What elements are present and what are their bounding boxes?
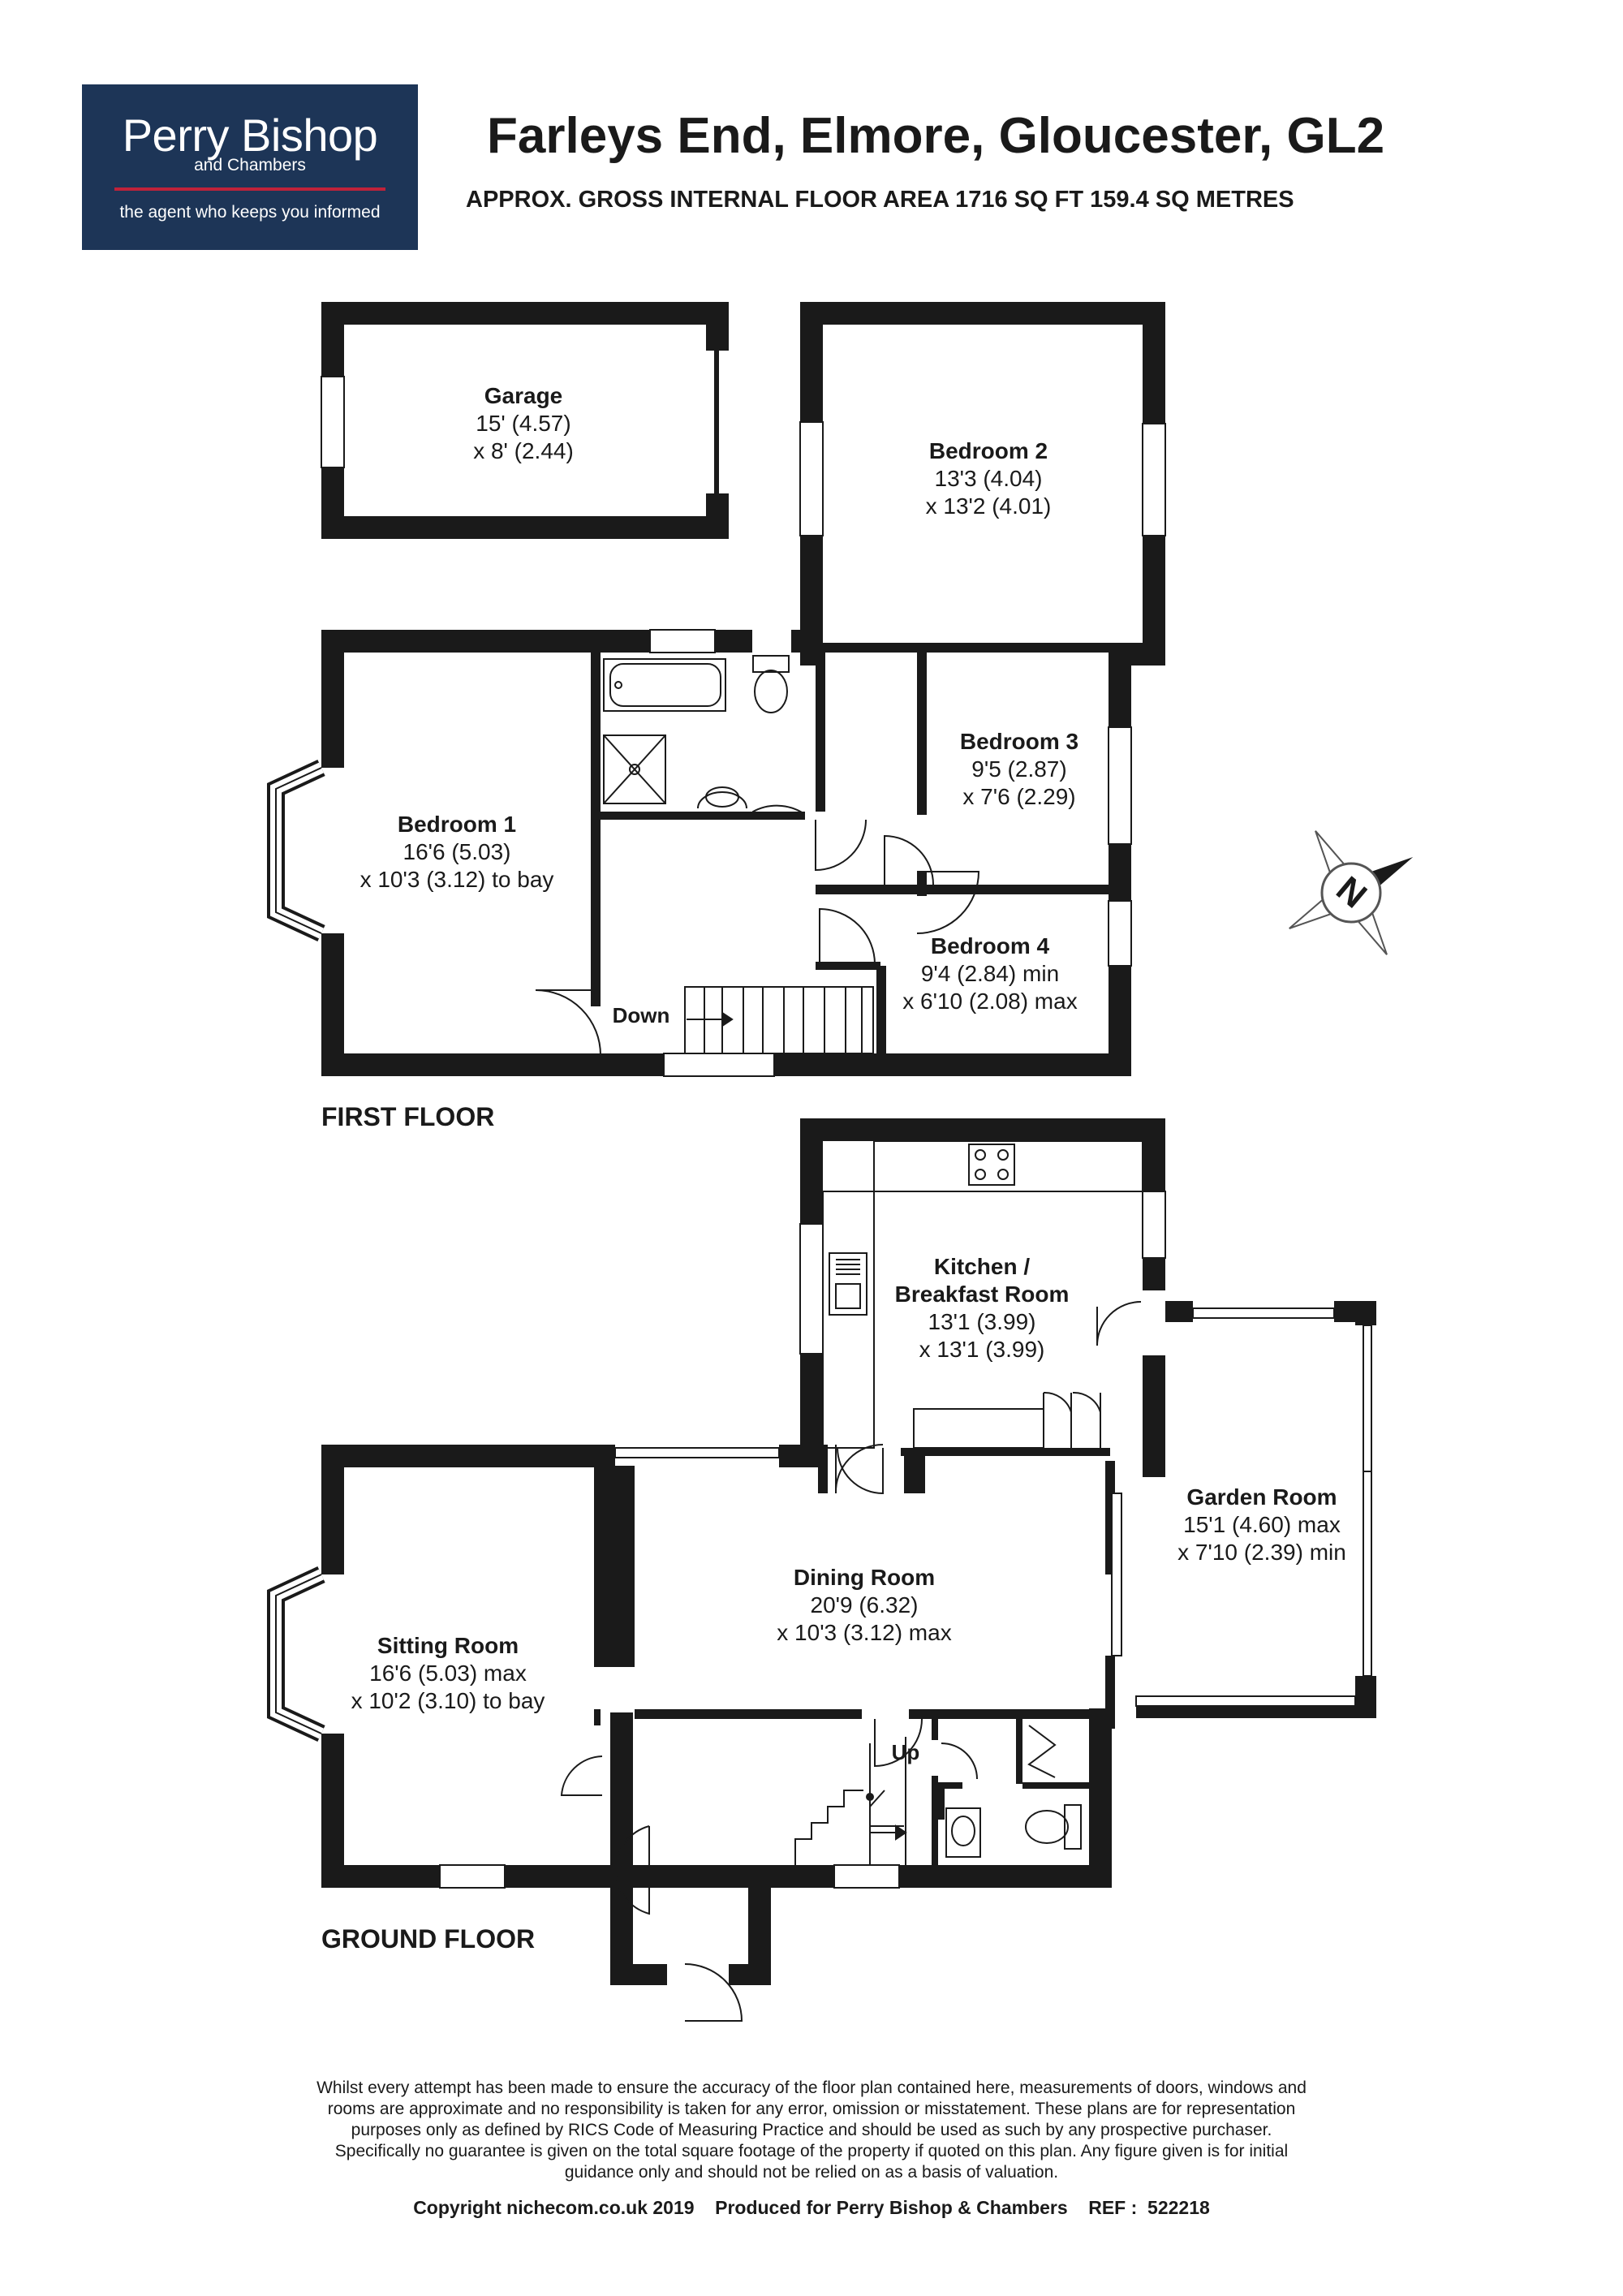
room-dim: x 13'1 (3.99) (919, 1337, 1045, 1362)
room-label-bedroom-2: Bedroom 2 13'3 (4.04) x 13'2 (4.01) (926, 438, 1052, 519)
staircase-first-floor (684, 986, 874, 1054)
first-floor-walls (321, 630, 1131, 1076)
room-dim: 9'5 (2.87) (971, 756, 1066, 782)
room-dim: x 10'3 (3.12) to bay (360, 867, 554, 892)
kitchen-fittings (822, 1140, 1143, 1449)
room-name: Garage (484, 383, 563, 408)
property-address: Farleys End, Elmore, Gloucester, GL2 (487, 108, 1385, 164)
room-name: Breakfast Room (895, 1282, 1070, 1307)
disclaimer-line: purposes only as defined by RICS Code of… (351, 2121, 1272, 2139)
room-name: Bedroom 3 (960, 729, 1078, 754)
stairs-down-label: Down (613, 1003, 670, 1027)
copyright-footer: Copyright nichecom.co.uk 2019 Produced f… (413, 2197, 1210, 2218)
stairs-up-label: Up (892, 1740, 920, 1764)
disclaimer-line: Specifically no guarantee is given on th… (334, 2142, 1289, 2160)
room-dim: x 10'3 (3.12) max (777, 1620, 951, 1645)
room-dim: x 10'2 (3.10) to bay (351, 1688, 545, 1713)
disclaimer-line: rooms are approximate and no responsibil… (327, 2100, 1296, 2118)
room-label-sitting-room: Sitting Room 16'6 (5.03) max x 10'2 (3.1… (351, 1633, 545, 1713)
room-label-bedroom-1: Bedroom 1 16'6 (5.03) x 10'3 (3.12) to b… (360, 812, 554, 892)
room-dim: x 7'10 (2.39) min (1177, 1540, 1346, 1565)
floor-area: APPROX. GROSS INTERNAL FLOOR AREA 1716 S… (466, 187, 1294, 213)
room-dim: 16'6 (5.03) max (369, 1661, 527, 1686)
bay-windows (267, 760, 325, 1742)
floor-label-first: FIRST FLOOR (321, 1102, 494, 1131)
bathroom-fittings (603, 655, 1082, 1858)
room-label-bedroom-3: Bedroom 3 9'5 (2.87) x 7'6 (2.29) (960, 729, 1078, 809)
brand-name: Perry Bishop (122, 110, 378, 161)
room-dim: 20'9 (6.32) (811, 1592, 919, 1618)
room-dim: x 8' (2.44) (473, 438, 574, 463)
room-dim: 16'6 (5.03) (403, 839, 511, 864)
ground-floor-walls (321, 1118, 1376, 1985)
room-dim: 15' (4.57) (476, 411, 570, 436)
room-name: Kitchen / (934, 1254, 1030, 1279)
room-dim: 15'1 (4.60) max (1183, 1512, 1341, 1537)
room-dim: 13'1 (3.99) (928, 1309, 1036, 1334)
room-dim: 13'3 (4.04) (935, 466, 1043, 491)
room-name: Garden Room (1186, 1484, 1337, 1510)
staircase-ground-floor (794, 1737, 907, 1865)
room-label-bedroom-4: Bedroom 4 9'4 (2.84) min x 6'10 (2.08) m… (902, 933, 1077, 1014)
brand-logo: Perry Bishop and Chambers the agent who … (82, 84, 418, 250)
brand-tagline: the agent who keeps you informed (119, 203, 381, 222)
floor-label-ground: GROUND FLOOR (321, 1924, 535, 1954)
room-name: Bedroom 2 (929, 438, 1048, 463)
compass-rose-icon: N (1289, 830, 1414, 955)
disclaimer-line: guidance only and should not be relied o… (564, 2163, 1059, 2182)
room-label-garage: Garage 15' (4.57) x 8' (2.44) (473, 383, 574, 463)
room-dim: x 7'6 (2.29) (962, 784, 1075, 809)
room-label-garden-room: Garden Room 15'1 (4.60) max x 7'10 (2.39… (1177, 1484, 1346, 1565)
room-label-kitchen: Kitchen / Breakfast Room 13'1 (3.99) x 1… (895, 1254, 1070, 1362)
brand-divider (114, 187, 385, 191)
room-name: Sitting Room (377, 1633, 519, 1658)
disclaimer-line: Whilst every attempt has been made to en… (316, 2078, 1307, 2097)
room-name: Dining Room (794, 1565, 935, 1590)
room-label-dining-room: Dining Room 20'9 (6.32) x 10'3 (3.12) ma… (777, 1565, 951, 1645)
room-name: Bedroom 4 (931, 933, 1050, 958)
brand-subname: and Chambers (194, 156, 306, 174)
room-dim: x 6'10 (2.08) max (902, 989, 1077, 1014)
windows (321, 376, 1372, 1889)
room-name: Bedroom 1 (398, 812, 516, 837)
room-dim: 9'4 (2.84) min (921, 961, 1059, 986)
room-dim: x 13'2 (4.01) (926, 493, 1052, 519)
disclaimer: Whilst every attempt has been made to en… (243, 2078, 1380, 2183)
